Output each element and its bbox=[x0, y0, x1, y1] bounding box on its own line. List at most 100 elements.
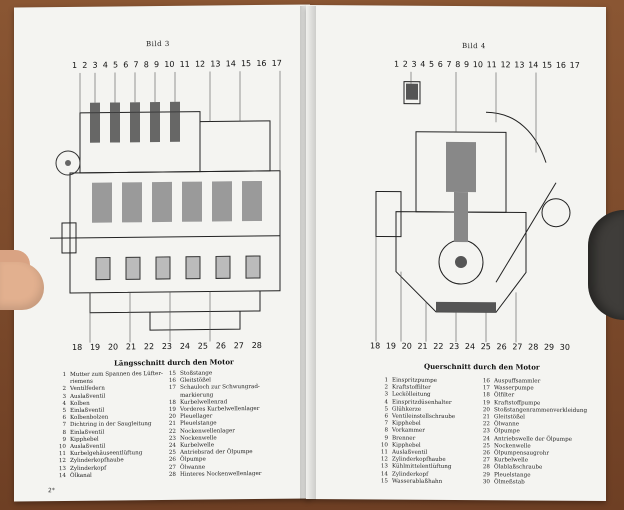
callout-number: 25 bbox=[197, 341, 208, 351]
callout-number: 16 bbox=[256, 58, 267, 69]
callout-number: 27 bbox=[512, 342, 523, 352]
callout-number: 13 bbox=[514, 60, 525, 70]
callout-number: 23 bbox=[161, 341, 173, 352]
legend-text: Wasserablaßhahn bbox=[392, 478, 443, 485]
legend-number: 8 bbox=[384, 427, 388, 434]
callout-number: 4 bbox=[102, 60, 108, 70]
callout-number: 5 bbox=[113, 60, 119, 70]
legend-number: 25 bbox=[482, 443, 490, 450]
legend-number: 20 bbox=[482, 407, 490, 414]
callout-number: 8 bbox=[143, 60, 149, 70]
legend-number: 22 bbox=[482, 421, 490, 428]
callout-number: 7 bbox=[446, 59, 452, 69]
callout-number: 30 bbox=[559, 342, 570, 352]
callout-number: 8 bbox=[455, 59, 461, 70]
legend-text: Dichtring in der Saugleitung bbox=[70, 421, 152, 429]
legend-number: 14 bbox=[380, 471, 388, 478]
right-figure-caption: Querschnitt durch den Motor bbox=[424, 361, 540, 372]
callout-number: 14 bbox=[225, 59, 236, 69]
callout-number: 22 bbox=[433, 341, 444, 351]
callout-number: 12 bbox=[194, 59, 206, 69]
callout-number: 24 bbox=[464, 342, 476, 352]
callout-number: 22 bbox=[143, 342, 155, 352]
callout-number: 18 bbox=[72, 342, 83, 352]
callout-number: 6 bbox=[123, 60, 129, 70]
legend-number: 28 bbox=[482, 464, 490, 471]
callout-number: 1 bbox=[72, 60, 78, 70]
legend-item: 28 Hinteres Nockenwellenlager bbox=[164, 470, 304, 479]
callout-number: 19 bbox=[385, 341, 396, 351]
legend-number: 28 bbox=[168, 471, 176, 478]
callout-number: 9 bbox=[154, 60, 160, 70]
legend-number: 14 bbox=[58, 472, 66, 479]
callout-number: 19 bbox=[89, 342, 101, 352]
legend-number: 24 bbox=[482, 435, 490, 442]
callout-number: 7 bbox=[133, 60, 139, 70]
callout-number: 3 bbox=[92, 60, 98, 70]
callout-number: 26 bbox=[215, 341, 226, 351]
legend-number: 5 bbox=[384, 406, 388, 413]
left-figure-title: Bild 3 bbox=[146, 39, 170, 49]
right-hand-object bbox=[588, 210, 624, 320]
book-gutter bbox=[300, 6, 316, 500]
legend-text: Ölmeßstab bbox=[494, 479, 525, 486]
callout-number: 29 bbox=[543, 342, 555, 352]
legend-number: 4 bbox=[384, 399, 388, 406]
legend-number: 29 bbox=[482, 471, 490, 478]
callout-number: 28 bbox=[528, 342, 539, 352]
callout-number: 14 bbox=[528, 60, 539, 70]
callout-number: 15 bbox=[240, 59, 252, 69]
page-number: 2* bbox=[48, 487, 55, 495]
right-figure-title: Bild 4 bbox=[462, 42, 486, 51]
callout-number: 6 bbox=[437, 59, 443, 69]
callout-number: 28 bbox=[251, 340, 262, 351]
callout-number: 21 bbox=[417, 341, 428, 351]
legend-item: 30 Ölmeßstab bbox=[478, 479, 604, 487]
longitudinal-engine-drawing bbox=[50, 70, 281, 343]
cross-section-engine-drawing bbox=[375, 71, 571, 343]
legend-number: 3 bbox=[384, 391, 388, 398]
callout-number: 4 bbox=[420, 59, 426, 69]
legend-text: Hinteres Nockenwellenlager bbox=[180, 470, 262, 478]
legend-number: 9 bbox=[384, 435, 388, 442]
legend-number: 21 bbox=[482, 414, 490, 421]
callout-number: 9 bbox=[464, 60, 470, 70]
callout-number: 27 bbox=[233, 341, 244, 351]
legend-number: 17 bbox=[482, 385, 490, 392]
callout-number: 1 bbox=[394, 59, 400, 69]
legend-number: 15 bbox=[380, 478, 388, 485]
callout-number: 5 bbox=[429, 59, 435, 69]
legend-text: Mutter zum Spannen des Lüfter- bbox=[70, 370, 163, 378]
callout-number: 17 bbox=[569, 60, 580, 70]
callout-number: 18 bbox=[370, 341, 381, 351]
callout-number: 10 bbox=[164, 59, 175, 69]
callout-number: 10 bbox=[472, 60, 483, 70]
legend-number: 11 bbox=[380, 449, 388, 456]
callout-number: 2 bbox=[82, 60, 88, 70]
legend-number: 16 bbox=[482, 378, 490, 385]
legend-number: 23 bbox=[482, 428, 490, 435]
legend-number: 27 bbox=[482, 457, 490, 464]
legend-number: 30 bbox=[482, 479, 490, 486]
legend-number: 2 bbox=[384, 384, 388, 391]
legend-item: 15 Wasserablaßhahn bbox=[376, 478, 486, 486]
legend-text: Vorderes Kurbelwellenlager bbox=[180, 405, 260, 413]
legend-number: 6 bbox=[384, 413, 388, 420]
callout-number: 20 bbox=[401, 341, 412, 351]
callout-number: 21 bbox=[125, 342, 137, 352]
legend-number: 26 bbox=[482, 450, 490, 457]
left-figure-caption: Längsschnitt durch den Motor bbox=[114, 357, 234, 368]
legend-number: 18 bbox=[482, 392, 490, 399]
legend-number: 13 bbox=[380, 463, 388, 470]
legend-number: 12 bbox=[380, 456, 388, 463]
